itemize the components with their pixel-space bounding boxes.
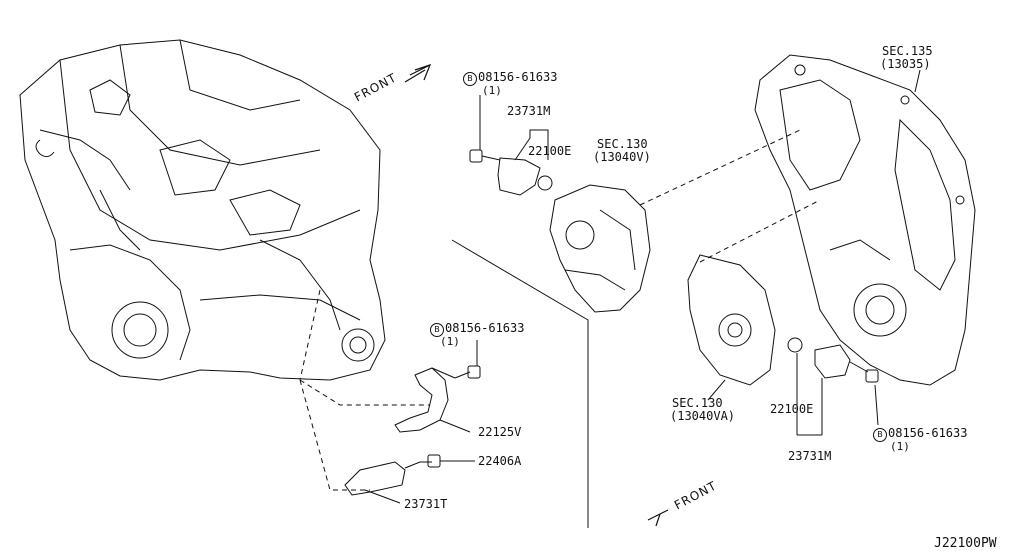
- label-sec135: SEC.135: [882, 44, 933, 58]
- label-bolt-top-qty: (1): [482, 84, 502, 97]
- sensor-right: [787, 337, 879, 383]
- front-cover: [754, 54, 976, 386]
- label-bolt-right-qty: (1): [890, 440, 910, 453]
- label-bolt-top: 08156-61633: [478, 70, 558, 84]
- diagram-code: J22100PW: [934, 536, 997, 551]
- bolt-symbol-mid: B: [430, 323, 444, 337]
- label-bracket: 22125V: [478, 425, 522, 439]
- bolt-symbol-right: B: [873, 428, 887, 442]
- label-bolt-mid: 08156-61633: [445, 321, 525, 335]
- sensor-top: [469, 149, 553, 196]
- section-divider: [451, 239, 589, 528]
- label-sensor-top: 23731M: [507, 104, 551, 118]
- label-oring-top: 22100E: [528, 144, 572, 158]
- label-sec130-bottom: SEC.130: [672, 396, 723, 410]
- label-sec130-top: SEC.130: [597, 137, 648, 151]
- label-sec130-bottom-ref: (13040VA): [670, 409, 736, 423]
- label-leaders: [364, 69, 921, 504]
- label-oring-right: 22100E: [770, 402, 814, 416]
- bolt-symbol-top: B: [463, 72, 477, 86]
- front-arrows: [404, 63, 669, 527]
- label-sec130-top-ref: (13040V): [593, 150, 651, 164]
- housing-bottom: [687, 254, 776, 386]
- leader-lines-left: [299, 289, 430, 491]
- label-bolt-small: 22406A: [478, 454, 522, 468]
- label-bolt-right: 08156-61633: [888, 426, 968, 440]
- label-sensor-right: 23731M: [788, 449, 832, 463]
- label-sensor-bottom: 23731T: [404, 497, 448, 511]
- housing-top: [549, 184, 651, 313]
- label-bolt-mid-qty: (1): [440, 335, 460, 348]
- sensor-bottom: [344, 454, 460, 496]
- bolt-mid: [454, 365, 481, 379]
- engine-block-illustration: [19, 39, 386, 381]
- label-sec135-ref: (13035): [880, 57, 931, 71]
- bracket-part: [394, 367, 456, 433]
